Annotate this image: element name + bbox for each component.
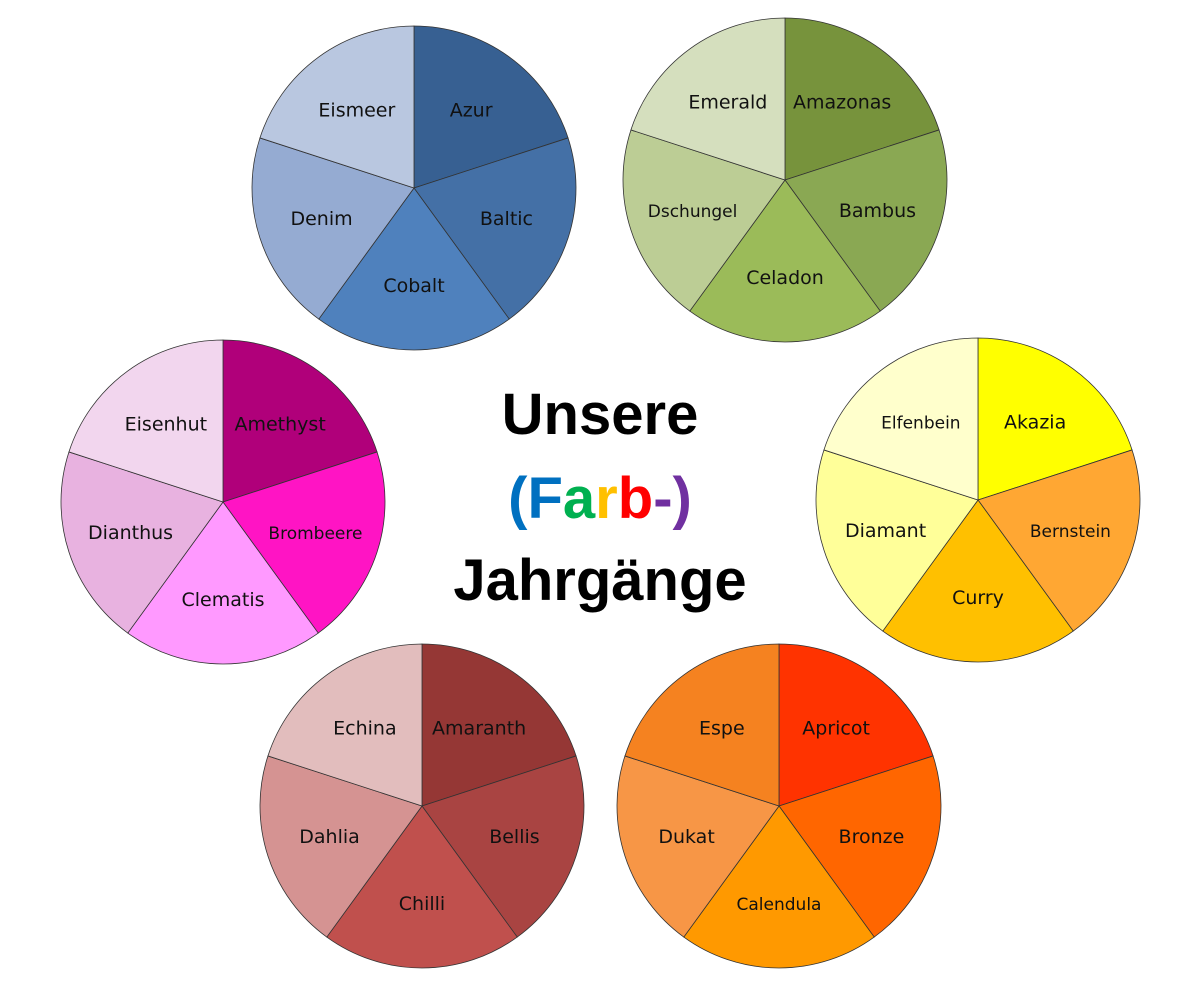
- slice-label: Amaranth: [432, 717, 526, 739]
- pie-slice-amaranth: [421, 643, 577, 807]
- title-letter: ): [672, 466, 692, 531]
- slice-label: Clematis: [181, 589, 264, 611]
- pie-slice-calendula: [683, 805, 875, 969]
- slice-label: Dschungel: [648, 202, 738, 222]
- pie-slice-dahlia: [259, 755, 423, 938]
- pie-slice-dukat: [616, 755, 780, 938]
- title-line-1: Unsere: [501, 382, 699, 447]
- pie-slice-cobalt: [318, 187, 510, 351]
- slice-label: Bambus: [839, 200, 916, 222]
- pie-slice-eisenhut: [68, 339, 224, 503]
- pie-slice-bellis: [421, 755, 585, 938]
- slice-label: Espe: [699, 717, 745, 739]
- pie-slice-amethyst: [222, 339, 378, 503]
- slice-label: Amethyst: [234, 413, 325, 435]
- pie-slice-akazia: [977, 337, 1133, 501]
- pie-slice-dianthus: [60, 451, 224, 634]
- slice-label: Bellis: [489, 826, 539, 848]
- pie-slice-apricot: [778, 643, 934, 807]
- pie-slice-dschungel: [622, 129, 786, 312]
- pie-slice-baltic: [413, 137, 577, 320]
- pie-slice-bronze: [778, 755, 942, 938]
- slice-label: Amazonas: [793, 91, 891, 113]
- slice-label: Eisenhut: [125, 413, 207, 435]
- slice-label: Emerald: [688, 91, 767, 113]
- pie-slice-azur: [413, 25, 569, 189]
- slice-label: Dianthus: [88, 522, 173, 544]
- pie-slice-echina: [267, 643, 423, 807]
- title-line-3: Jahrgänge: [453, 548, 747, 613]
- title-letter: -: [653, 466, 673, 531]
- pie-slice-bambus: [784, 129, 948, 312]
- slice-label: Cobalt: [383, 275, 444, 297]
- slice-label: Chilli: [399, 893, 445, 915]
- pie-slice-espe: [624, 643, 780, 807]
- slice-label: Celadon: [746, 267, 824, 289]
- slice-label: Diamant: [845, 520, 926, 542]
- slice-label: Denim: [290, 208, 352, 230]
- slice-label: Apricot: [802, 717, 870, 739]
- pie-slice-emerald: [630, 17, 786, 181]
- slice-label: Calendula: [737, 895, 822, 915]
- slice-label: Dahlia: [299, 826, 360, 848]
- slice-label: Azur: [450, 99, 493, 121]
- title-letter: b: [617, 466, 654, 531]
- slice-label: Dukat: [658, 826, 714, 848]
- slice-label: Eismeer: [318, 99, 395, 121]
- slice-label: Curry: [952, 587, 1004, 609]
- title-letter: a: [562, 466, 596, 531]
- slice-label: Akazia: [1004, 411, 1066, 433]
- slice-label: Brombeere: [268, 524, 362, 544]
- pie-slice-elfenbein: [823, 337, 979, 501]
- pie-slice-diamant: [815, 449, 979, 632]
- slice-label: Bernstein: [1030, 522, 1111, 542]
- title-letter: F: [527, 466, 563, 531]
- title-letter: (: [508, 466, 528, 531]
- pie-slice-amazonas: [784, 17, 940, 181]
- title-letter: r: [595, 466, 618, 531]
- pie-slice-chilli: [326, 805, 518, 969]
- pie-slice-curry: [882, 499, 1074, 663]
- pie-slice-eismeer: [259, 25, 415, 189]
- pie-slice-denim: [251, 137, 415, 320]
- pie-slice-bernstein: [977, 449, 1141, 632]
- pie-slice-celadon: [689, 179, 881, 343]
- slice-label: Bronze: [839, 826, 905, 848]
- slice-label: Elfenbein: [881, 413, 960, 433]
- slice-label: Baltic: [480, 208, 533, 230]
- pie-slice-brombeere: [222, 451, 386, 634]
- pie-slice-clematis: [127, 501, 319, 665]
- title-line-2: (Farb-): [400, 470, 800, 528]
- slice-label: Echina: [333, 717, 396, 739]
